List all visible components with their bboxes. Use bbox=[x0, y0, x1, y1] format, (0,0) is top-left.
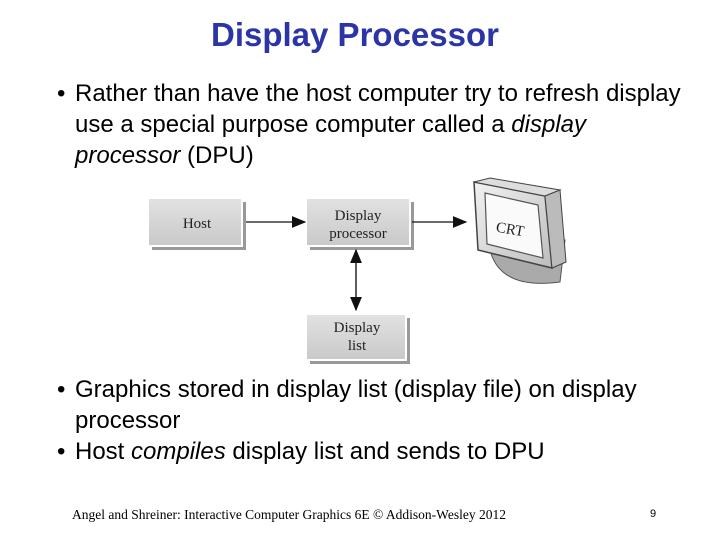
display-list-box: Display list bbox=[305, 313, 410, 364]
host-box: Host bbox=[147, 197, 246, 250]
footer-citation: Angel and Shreiner: Interactive Computer… bbox=[72, 507, 506, 522]
bullet-text: Graphics stored in display list (display… bbox=[75, 376, 637, 434]
dp-label-line2: processor bbox=[329, 226, 386, 242]
bullet-text: (DPU) bbox=[180, 142, 254, 169]
bullet-text: Rather than have the host computer try t… bbox=[75, 80, 681, 138]
bullet-item: • Graphics stored in display list (displ… bbox=[55, 374, 695, 436]
host-label: Host bbox=[183, 216, 212, 232]
bullet-dot-icon: • bbox=[57, 80, 66, 107]
display-processor-box: Display processor bbox=[305, 197, 414, 250]
dp-label-line1: Display bbox=[335, 208, 382, 224]
slide-title: Display Processor bbox=[211, 16, 499, 53]
dl-label-line1: Display bbox=[334, 320, 381, 336]
bullet-text: Host bbox=[75, 438, 132, 465]
bullet-emphasis: display processor bbox=[75, 111, 586, 169]
bullet-list-top: • Rather than have the host computer try… bbox=[55, 78, 695, 171]
crt-monitor-icon: CRT bbox=[473, 177, 567, 284]
crt-label: CRT bbox=[495, 220, 526, 241]
bullet-dot-icon: • bbox=[57, 438, 66, 465]
bullet-item: • Rather than have the host computer try… bbox=[55, 78, 695, 171]
page-number: 9 bbox=[650, 508, 657, 520]
dl-label-line2: list bbox=[348, 338, 367, 354]
bullet-dot-icon: • bbox=[57, 376, 66, 403]
bullet-item: • Host compiles display list and sends t… bbox=[55, 436, 695, 467]
bullet-list-bottom: • Graphics stored in display list (displ… bbox=[55, 374, 695, 467]
bullet-text: display list and sends to DPU bbox=[225, 438, 545, 465]
bullet-emphasis: compiles bbox=[131, 438, 226, 465]
